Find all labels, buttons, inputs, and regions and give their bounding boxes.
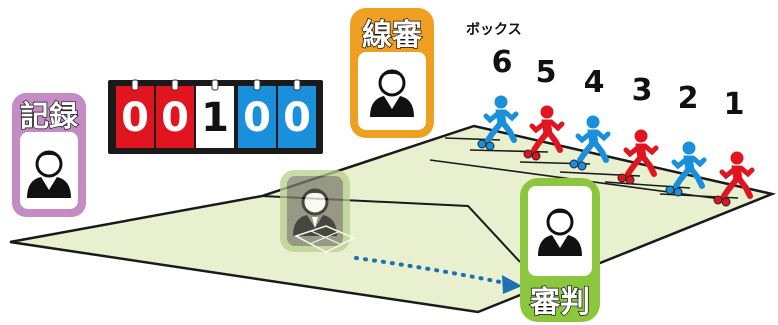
ball-icon [531,151,541,161]
score-card-ring-icon [253,79,261,91]
ball-icon [721,197,731,207]
score-digit: 0 [283,95,311,141]
score-card [156,86,194,148]
box-number: 5 [536,55,557,90]
player-red [617,130,656,185]
ball-icon [485,141,495,151]
score-card-ring-icon [211,79,219,91]
ball-icon [617,173,627,183]
box-number: 2 [678,81,699,116]
arrow-head-icon [502,275,522,294]
box-number: 4 [584,65,605,100]
ball-icon [577,161,587,171]
ball-icon [665,185,675,195]
score-digit: 0 [161,95,189,141]
referee: 審判 [520,178,600,322]
score-digit: 1 [201,95,229,141]
ball-icon [673,187,683,197]
score-card-ring-icon [293,79,301,91]
box-number: 6 [492,45,513,80]
players [477,96,752,207]
box-header: ボックス [466,22,522,38]
box-number: 1 [724,87,745,122]
movement-arrow [354,256,522,294]
player-blue [665,142,704,197]
player-red [713,152,752,207]
line-judge-label: 線審 [362,18,423,53]
ball-icon [713,195,723,205]
score-card [196,86,234,148]
player-blue [477,96,516,151]
score-card [278,86,316,148]
player-blue [569,116,608,171]
recorder: 記録 [12,93,86,217]
ball-icon [569,159,579,169]
score-card [238,86,276,148]
score-digit: 0 [121,95,149,141]
referee-label: 審判 [529,285,590,320]
box-number: 3 [632,73,653,108]
score-digit: 0 [243,95,271,141]
player-red [523,106,562,161]
line-judge: 線審 [350,8,434,138]
score-card [116,86,154,148]
score-card-ring-icon [171,79,179,91]
recorder-label: 記録 [20,99,79,133]
ball-icon [477,139,487,149]
ball-icon [523,149,533,159]
score-card-ring-icon [131,79,139,91]
ball-icon [625,175,635,185]
referee-start-position [280,170,356,253]
